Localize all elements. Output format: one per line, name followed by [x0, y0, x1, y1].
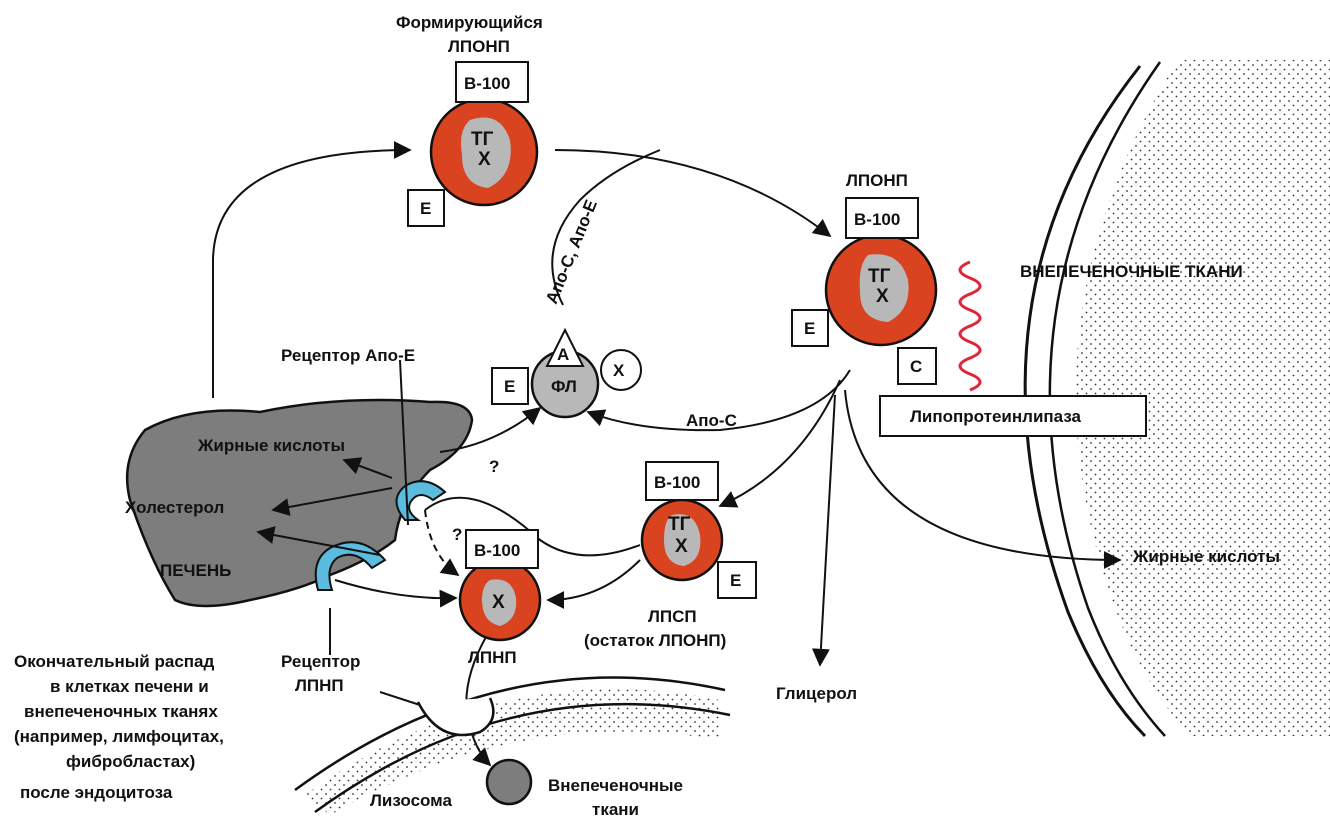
final-breakdown-line-1: Окончательный распад	[14, 652, 214, 671]
lipoprotein-lipase-box: Липопротеинлипаза	[880, 396, 1146, 436]
fatty-acids-liver-label: Жирные кислоты	[197, 436, 345, 455]
hdl-a: А	[557, 345, 569, 364]
final-breakdown-line-6: после эндоцитоза	[20, 783, 173, 802]
vldl-x: Х	[876, 286, 889, 307]
idl-particle: ТГ Х В-100 Е ЛПСП (остаток ЛПОНП)	[584, 462, 756, 650]
hdl-particle: А ФЛ Х Е	[492, 330, 641, 417]
idl-tg: ТГ	[668, 514, 691, 535]
extrahepatic-small-label-2: ткани	[592, 800, 639, 819]
extrahepatic-small-label: Внепеченочные	[548, 776, 683, 795]
cholesterol-label: Холестерол	[125, 498, 224, 517]
apo-c-label: Апо-С	[686, 411, 737, 430]
apo-e-receptor-label: Рецептор Апо-Е	[281, 346, 415, 365]
vldl-c: С	[910, 357, 922, 376]
idl-e: Е	[730, 571, 741, 590]
idl-label-2: (остаток ЛПОНП)	[584, 631, 726, 650]
liver-label: ПЕЧЕНЬ	[160, 561, 231, 580]
question-mark-1: ?	[489, 457, 499, 476]
idl-x: Х	[675, 536, 688, 557]
forming-vldl-title-2: ЛПОНП	[448, 37, 510, 56]
ldl-receptor-label-2: ЛПНП	[295, 676, 344, 695]
forming-vldl-x: Х	[478, 149, 491, 170]
apo-e-receptor	[397, 481, 446, 520]
liver: Жирные кислоты Холестерол ПЕЧЕНЬ	[125, 400, 472, 606]
question-mark-2: ?	[452, 525, 462, 544]
forming-vldl-title: Формирующийся	[396, 13, 543, 32]
final-breakdown-line-2: в клетках печени и	[50, 677, 209, 696]
final-breakdown-line-3: внепеченочных тканях	[24, 702, 218, 721]
glycerol-label: Глицерол	[776, 684, 857, 703]
ldl-x: Х	[492, 592, 505, 613]
vldl-b100: В-100	[854, 210, 900, 229]
idl-label: ЛПСП	[648, 607, 697, 626]
idl-b100: В-100	[654, 473, 700, 492]
ldl-particle: Х В-100 ЛПНП	[460, 530, 540, 667]
forming-vldl-particle: Формирующийся ЛПОНП ТГ Х В-100 Е	[396, 13, 543, 226]
vldl-tg: ТГ	[868, 266, 891, 287]
lysosome	[487, 760, 531, 804]
hdl-phospholipid: ФЛ	[551, 377, 577, 396]
final-breakdown-note: Окончательный распад в клетках печени и …	[14, 652, 224, 802]
lipoprotein-lipase-label: Липопротеинлипаза	[910, 407, 1082, 426]
final-breakdown-line-5: фибробластах)	[66, 752, 195, 771]
final-breakdown-line-4: (например, лимфоцитах,	[14, 727, 224, 746]
forming-vldl-b100: В-100	[464, 74, 510, 93]
forming-vldl-e: Е	[420, 199, 431, 218]
ldl-receptor-label: Рецептор	[281, 652, 360, 671]
vldl-e: Е	[804, 319, 815, 338]
lysosome-label: Лизосома	[370, 791, 453, 810]
vldl-particle: ЛПОНП ТГ Х В-100 Е С	[792, 171, 936, 384]
forming-vldl-tg: ТГ	[471, 129, 494, 150]
apo-c-apo-e-label: Апо-С, Апо-Е	[542, 197, 601, 306]
ldl-label: ЛПНП	[468, 648, 517, 667]
hdl-e: Е	[504, 377, 515, 396]
ldl-b100: В-100	[474, 541, 520, 560]
lipase-squiggle	[960, 262, 980, 390]
fatty-acids-right-label: Жирные кислоты	[1132, 547, 1280, 566]
extrahepatic-tissues-label: ВНЕПЕЧЕНОЧНЫЕ ТКАНИ	[1020, 262, 1243, 281]
vldl-title: ЛПОНП	[846, 171, 908, 190]
hdl-x: Х	[613, 361, 625, 380]
